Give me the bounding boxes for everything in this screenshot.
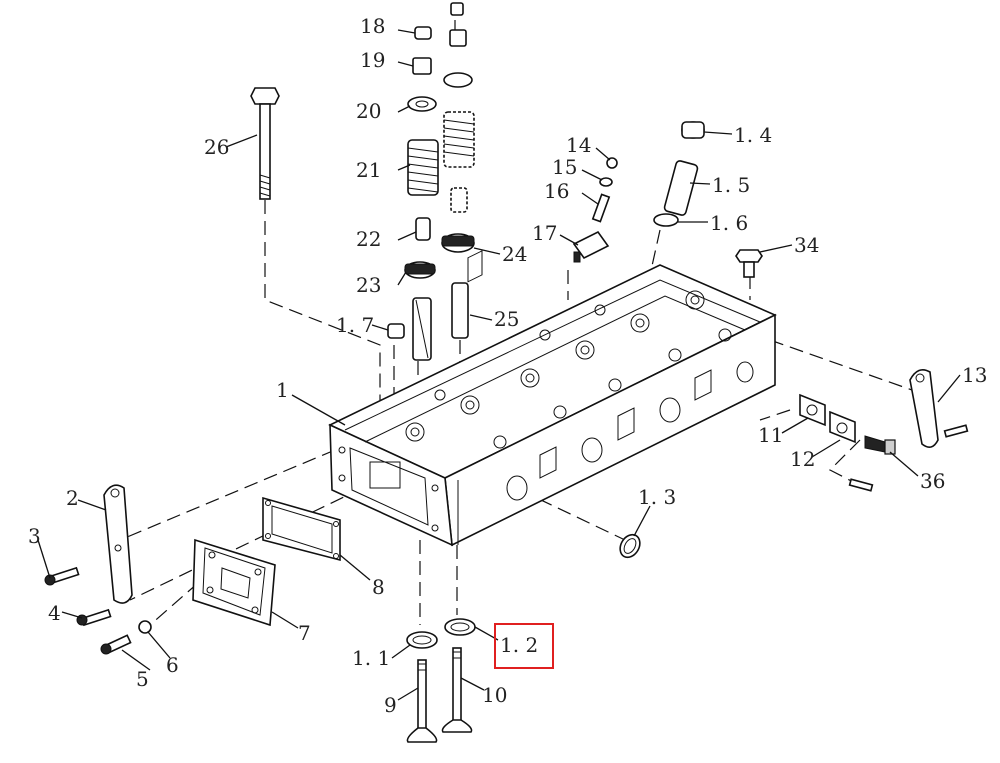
label-10: 10 bbox=[482, 683, 507, 707]
gasket-8 bbox=[262, 496, 341, 562]
label-26: 26 bbox=[204, 135, 229, 159]
label-13: 13 bbox=[962, 363, 987, 387]
label-18: 18 bbox=[360, 14, 385, 38]
label-1-5: 1. 5 bbox=[712, 173, 750, 197]
label-5: 5 bbox=[136, 667, 149, 691]
label-20: 20 bbox=[356, 99, 381, 123]
label-9: 9 bbox=[384, 693, 397, 717]
label-23: 23 bbox=[356, 273, 381, 297]
highlight-box-1-2 bbox=[494, 623, 554, 669]
bolt-34 bbox=[735, 249, 763, 278]
valve-10 bbox=[441, 647, 473, 733]
head-bolt-26 bbox=[250, 87, 280, 200]
label-21: 21 bbox=[356, 158, 381, 182]
label-2: 2 bbox=[66, 486, 79, 510]
label-8: 8 bbox=[372, 575, 385, 599]
label-12: 12 bbox=[790, 447, 815, 471]
label-22: 22 bbox=[356, 227, 381, 251]
label-14: 14 bbox=[566, 133, 591, 157]
part-labels: 18 19 20 21 22 23 24 25 26 14 15 16 17 1… bbox=[28, 14, 987, 717]
washer-6 bbox=[138, 620, 152, 634]
label-1-4: 1. 4 bbox=[734, 123, 772, 147]
valve-9 bbox=[406, 659, 438, 743]
lifting-bracket-13 bbox=[909, 369, 969, 448]
label-6: 6 bbox=[166, 653, 179, 677]
label-7: 7 bbox=[298, 621, 311, 645]
valve-seat-1-1 bbox=[406, 631, 438, 649]
ring-1-3 bbox=[619, 533, 641, 559]
valve-seat-1-2 bbox=[444, 618, 476, 636]
label-1-6: 1. 6 bbox=[710, 211, 748, 235]
label-1: 1 bbox=[276, 378, 289, 402]
bolt-4 bbox=[76, 608, 112, 627]
valve-train-right bbox=[441, 2, 475, 339]
label-1-1: 1. 1 bbox=[352, 646, 390, 670]
label-15: 15 bbox=[552, 155, 577, 179]
rocker-parts bbox=[572, 157, 618, 263]
label-1-7: 1. 7 bbox=[336, 313, 374, 337]
cover-plate-7 bbox=[192, 538, 276, 627]
lifting-bracket-2 bbox=[44, 484, 152, 655]
label-34: 34 bbox=[794, 233, 819, 257]
label-4: 4 bbox=[48, 601, 61, 625]
gaskets-and-sensor bbox=[799, 393, 896, 492]
bolt-3 bbox=[44, 566, 80, 586]
label-3: 3 bbox=[28, 524, 41, 548]
injector-sleeve bbox=[653, 121, 705, 227]
label-16: 16 bbox=[544, 179, 569, 203]
valve-train-left bbox=[387, 26, 439, 361]
label-1-2: 1. 2 bbox=[500, 633, 538, 657]
label-19: 19 bbox=[360, 48, 385, 72]
label-36: 36 bbox=[920, 469, 945, 493]
bolt-5 bbox=[100, 634, 132, 655]
label-24: 24 bbox=[502, 242, 527, 266]
label-1-3: 1. 3 bbox=[638, 485, 676, 509]
cylinder-head bbox=[328, 250, 777, 547]
label-25: 25 bbox=[494, 307, 519, 331]
spring-dashed bbox=[443, 111, 475, 168]
leader-lines bbox=[37, 29, 961, 701]
label-17: 17 bbox=[532, 221, 557, 245]
label-11: 11 bbox=[758, 423, 783, 447]
spring-21 bbox=[407, 139, 439, 196]
